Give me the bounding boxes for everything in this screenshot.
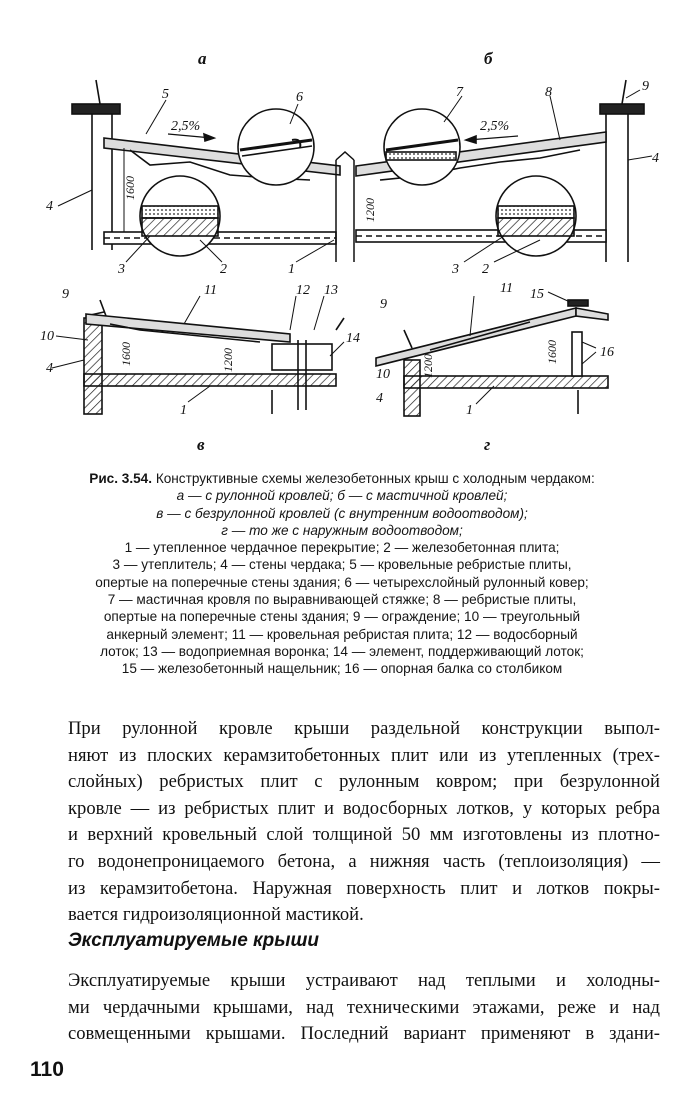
callout-12: 12 xyxy=(296,283,310,298)
callout-11-v: 11 xyxy=(204,283,217,298)
center-column xyxy=(335,150,355,262)
paragraph-line: При рулонной кровле крыши раздельной кон… xyxy=(68,718,660,739)
caption-variant: г — то же с наружным водоотводом; xyxy=(221,522,463,538)
scheme-g-labels: г 1200 1600 9 11 15 16 10 4 1 xyxy=(376,281,614,454)
caption-legend-line: 15 — железобетонный нащельник; 16 — опор… xyxy=(121,661,563,677)
scheme-g xyxy=(375,291,609,417)
callout-9-g: 9 xyxy=(380,297,387,312)
figure-caption: Рис. 3.54. Конструктивные схемы железобе… xyxy=(30,470,654,678)
panel-label-a: а xyxy=(198,49,207,68)
scheme-a-labels: 2,5% 1600 5 6 4 3 2 1 xyxy=(46,87,303,277)
callout-5: 5 xyxy=(162,87,169,102)
caption-legend-line: опертые на поперечные стены здания; 6 — … xyxy=(95,574,589,590)
section-heading: Эксплуатируемые крыши xyxy=(68,930,319,951)
scheme-b-labels: 2,5% 7 8 9 4 3 2 xyxy=(451,79,659,277)
page-number: 110 xyxy=(30,1058,64,1081)
panel-label-g: г xyxy=(484,435,490,454)
paragraph-line: кровле — из ребристых плит и водосборных… xyxy=(68,797,660,819)
callout-2-a: 2 xyxy=(220,262,227,277)
caption-legend-line: лоток; 13 — водоприемная воронка; 14 — э… xyxy=(100,643,584,659)
callout-6: 6 xyxy=(296,90,303,105)
caption-legend-line: анкерный элемент; 11 — кровельная ребрис… xyxy=(106,626,578,642)
figure-number: Рис. 3.54. xyxy=(89,471,153,486)
paragraph-line: го водонепроницаемого бетона, а нижняя ч… xyxy=(68,850,660,872)
callout-4-a: 4 xyxy=(46,199,53,214)
scheme-b: б xyxy=(355,49,653,263)
caption-legend-line: 7 — мастичная кровля по выравнивающей ст… xyxy=(107,592,577,608)
paragraph-line: и верхний кровельный слой толщиной 50 мм… xyxy=(68,824,660,846)
paragraph-line: совмещенными крышами. Последний вариант … xyxy=(68,1023,660,1045)
scheme-v xyxy=(51,295,345,415)
callout-15: 15 xyxy=(530,287,544,302)
callout-7: 7 xyxy=(456,85,464,100)
body-paragraph-1: При рулонной кровле крыши раздельной кон… xyxy=(68,716,660,929)
dim-1600-g: 1600 xyxy=(545,340,559,364)
slope-label-a: 2,5% xyxy=(171,119,200,134)
body-paragraph-2: Эксплуатируемые крыши устраивают над теп… xyxy=(68,968,660,1048)
dim-1600-v: 1600 xyxy=(119,342,133,366)
paragraph-line: ми чердачными крышами, над техническими … xyxy=(68,996,660,1018)
callout-4-g: 4 xyxy=(376,391,383,406)
callout-11-g: 11 xyxy=(500,281,513,296)
callout-3-a: 3 xyxy=(117,262,125,277)
caption-variant: в — с безрулонной кровлей (с внутренним … xyxy=(156,505,528,521)
paragraph-line: слойных) ребристых плит с рулонным ковро… xyxy=(68,771,660,793)
callout-10-g: 10 xyxy=(376,367,390,382)
caption-title: Конструктивные схемы железобетонных крыш… xyxy=(155,471,595,486)
callout-9-b: 9 xyxy=(642,79,649,94)
dim-1600-a: 1600 xyxy=(123,176,137,200)
paragraph-line: из керамзитобетона. Наружная поверхность… xyxy=(68,877,660,899)
callout-4-v: 4 xyxy=(46,361,53,376)
dim-1200-g: 1200 xyxy=(421,354,435,378)
callout-3-b: 3 xyxy=(451,262,459,277)
callout-16: 16 xyxy=(600,345,614,360)
panel-label-b: б xyxy=(484,49,494,68)
callout-4-b: 4 xyxy=(652,151,659,166)
callout-8: 8 xyxy=(545,85,552,100)
scheme-a: а xyxy=(57,49,341,263)
callout-14: 14 xyxy=(346,331,360,346)
callout-1-g: 1 xyxy=(466,403,473,418)
caption-legend-line: 3 — утеплитель; 4 — стены чердака; 5 — к… xyxy=(112,557,572,573)
caption-variant: а — с рулонной кровлей; б — с мастичной … xyxy=(176,488,508,504)
dim-1200-center: 1200 xyxy=(363,198,377,222)
callout-9-v: 9 xyxy=(62,287,69,302)
caption-legend-line: опертые на поперечные стены здания; 9 — … xyxy=(103,609,581,625)
paragraph-line: Эксплуатируемые крыши устраивают над теп… xyxy=(68,970,660,991)
caption-title-line: Рис. 3.54. Конструктивные схемы железобе… xyxy=(30,470,654,487)
scheme-v-labels: в 1600 1200 9 11 12 13 10 4 14 1 xyxy=(40,283,360,454)
callout-13: 13 xyxy=(324,283,338,298)
callout-10-v: 10 xyxy=(40,329,54,344)
paragraph-line: няют из плоских керамзитобетонных плит и… xyxy=(68,744,660,766)
callout-2-b: 2 xyxy=(482,262,489,277)
dim-1200-v: 1200 xyxy=(221,348,235,372)
caption-legend-line: 1 — утепленное чердачное перекрытие; 2 —… xyxy=(124,540,560,556)
callout-1-v: 1 xyxy=(180,403,187,418)
panel-label-v: в xyxy=(197,435,205,454)
slope-label-b: 2,5% xyxy=(480,119,509,134)
roof-schemes-figure: а 2,5% 1600 5 xyxy=(40,49,659,454)
paragraph-line: вается гидроизоляционной мастикой. xyxy=(68,904,364,926)
callout-1-a: 1 xyxy=(288,262,295,277)
